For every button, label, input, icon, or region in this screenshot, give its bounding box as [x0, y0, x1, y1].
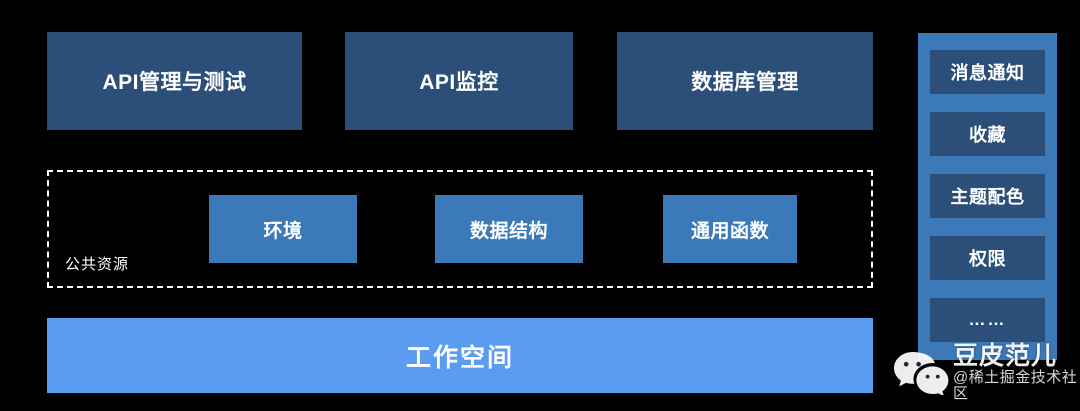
resource-card-data-structure[interactable]: 数据结构 — [435, 195, 583, 263]
watermark-title: 豆皮范儿 — [953, 341, 1058, 370]
sidebar: 消息通知 收藏 主题配色 权限 …… — [918, 33, 1057, 360]
resource-card-environment[interactable]: 环境 — [209, 195, 357, 263]
watermark-subtitle: @稀土掘金技术社区 — [953, 368, 1078, 402]
module-card-database-management[interactable]: 数据库管理 — [617, 32, 873, 130]
sidebar-item-permissions[interactable]: 权限 — [930, 236, 1045, 280]
sidebar-item-more[interactable]: …… — [930, 298, 1045, 342]
module-card-api-management[interactable]: API管理与测试 — [47, 32, 302, 130]
sidebar-item-notifications[interactable]: 消息通知 — [930, 50, 1045, 94]
module-card-api-monitoring[interactable]: API监控 — [345, 32, 573, 130]
sidebar-item-theme-colors[interactable]: 主题配色 — [930, 174, 1045, 218]
watermark-text: 豆皮范儿 @稀土掘金技术社区 — [953, 341, 1080, 402]
shared-resources-label: 公共资源 — [65, 256, 130, 273]
shared-resources-region: 公共资源 — [47, 170, 873, 288]
workspace-bar[interactable]: 工作空间 — [47, 318, 873, 393]
wechat-icon — [893, 349, 949, 397]
watermark: 豆皮范儿 @稀土掘金技术社区 — [893, 333, 1080, 411]
resource-card-common-functions[interactable]: 通用函数 — [663, 195, 797, 263]
sidebar-item-favorites[interactable]: 收藏 — [930, 112, 1045, 156]
